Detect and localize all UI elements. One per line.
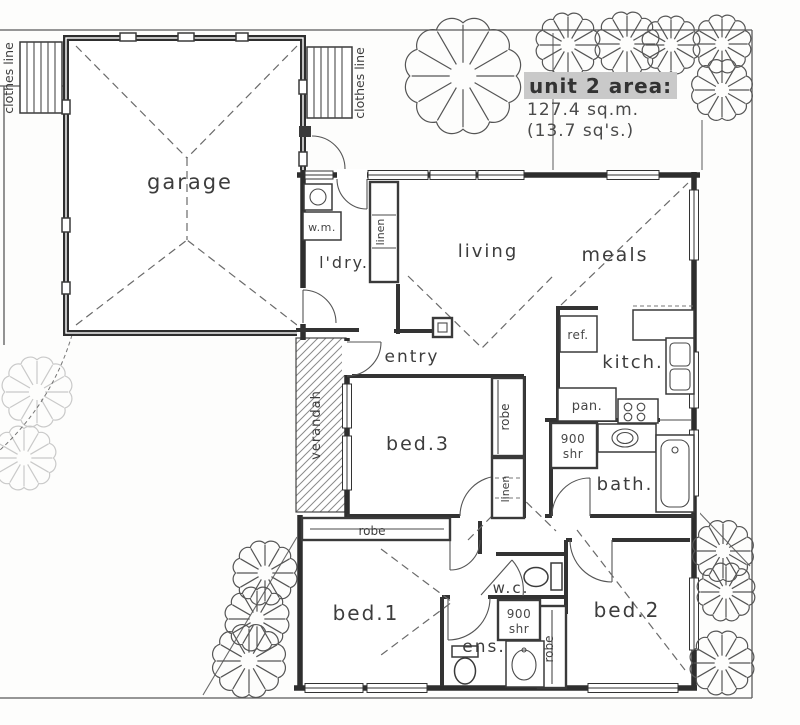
room-labels: l'dry. living meals entry kitch. bath. b… bbox=[319, 241, 664, 657]
room-label-ensuite: ens. bbox=[462, 637, 506, 657]
room-label-kitchen: kitch. bbox=[602, 352, 664, 373]
tree-icon bbox=[211, 623, 287, 699]
clothes-line-right: clothes line bbox=[306, 46, 367, 119]
shower-ens bbox=[496, 598, 542, 642]
tree-icon bbox=[594, 11, 660, 77]
fridge-label: ref. bbox=[567, 328, 588, 342]
room-label-bath: bath. bbox=[597, 474, 654, 495]
room-label-wc: w.c. bbox=[493, 579, 530, 597]
area-squares: (13.7 sq's.) bbox=[527, 121, 634, 141]
room-label-laundry: l'dry. bbox=[319, 253, 369, 272]
linen-laundry-closet bbox=[368, 180, 400, 284]
wc-toilet bbox=[523, 566, 549, 588]
pantry-label: pan. bbox=[572, 399, 603, 414]
faint-trees bbox=[0, 356, 73, 491]
verandah: verandah bbox=[295, 337, 347, 513]
clothes-line-right-label: clothes line bbox=[352, 47, 367, 119]
room-label-bed2: bed.2 bbox=[594, 598, 661, 622]
garage: garage bbox=[61, 32, 308, 336]
yard-diagonal-left bbox=[202, 536, 298, 696]
ens-toilet bbox=[451, 645, 479, 658]
robe-bed1-label: robe bbox=[358, 524, 385, 538]
closets: linen robe linen robe robe bbox=[300, 180, 568, 690]
yard-curve bbox=[0, 334, 73, 451]
room-label-living: living bbox=[458, 241, 519, 262]
linen-hall-label: linen bbox=[499, 476, 512, 503]
tree-icon bbox=[0, 425, 57, 491]
room-label-entry: entry bbox=[385, 347, 440, 367]
laundry-trough bbox=[303, 183, 333, 211]
linen-laundry-label: linen bbox=[374, 219, 387, 246]
shower-bath bbox=[549, 421, 599, 470]
entry-post bbox=[431, 316, 454, 339]
bath-fixtures: 900 shr bbox=[549, 421, 695, 513]
area-metric: 127.4 sq.m. bbox=[527, 100, 639, 120]
wc-ens-fixtures: 900 shr bbox=[451, 562, 563, 688]
room-label-verandah: verandah bbox=[309, 390, 324, 460]
tree-icon bbox=[1, 356, 73, 428]
shower-ens-abbr: shr bbox=[509, 622, 529, 636]
fridge bbox=[559, 315, 598, 353]
washing-machine bbox=[302, 211, 342, 241]
room-label-bed1: bed.1 bbox=[333, 601, 400, 625]
kitchen-fixtures: ref. pan. bbox=[557, 305, 695, 424]
kitchen-bench bbox=[632, 309, 695, 341]
area-heading: unit 2 area: bbox=[529, 74, 672, 98]
laundry-fixtures: w.m. bbox=[302, 183, 342, 241]
washing-machine-label: w.m. bbox=[308, 221, 336, 234]
room-label-garage: garage bbox=[147, 170, 233, 194]
clothes-line-left-label: clothes line bbox=[1, 42, 16, 114]
shower-bath-size: 900 bbox=[561, 432, 585, 446]
tree-icon bbox=[535, 12, 601, 78]
bathtub bbox=[655, 434, 695, 513]
area-heading-highlight bbox=[524, 72, 677, 99]
ceiling-lines bbox=[380, 182, 689, 671]
linen-hall-closet bbox=[490, 456, 526, 520]
robe-bed3-closet bbox=[490, 376, 526, 458]
garage-roof-lines bbox=[75, 45, 298, 326]
tree-icon bbox=[404, 17, 522, 135]
clothes-line-left: clothes line bbox=[1, 41, 63, 114]
tree-icon bbox=[691, 59, 753, 121]
pantry bbox=[557, 387, 617, 422]
shower-ens-size: 900 bbox=[507, 607, 531, 621]
room-label-bed3: bed.3 bbox=[386, 433, 450, 455]
gate-post bbox=[299, 126, 311, 137]
bath-vanity bbox=[597, 423, 657, 453]
area-annotation: unit 2 area: 127.4 sq.m. (13.7 sq's.) bbox=[524, 72, 677, 141]
robe-bed2-label: robe bbox=[542, 635, 556, 662]
shower-bath-abbr: shr bbox=[563, 447, 583, 461]
room-label-meals: meals bbox=[581, 244, 648, 266]
robe-bed3-label: robe bbox=[498, 403, 512, 430]
tree-icon bbox=[692, 520, 754, 582]
